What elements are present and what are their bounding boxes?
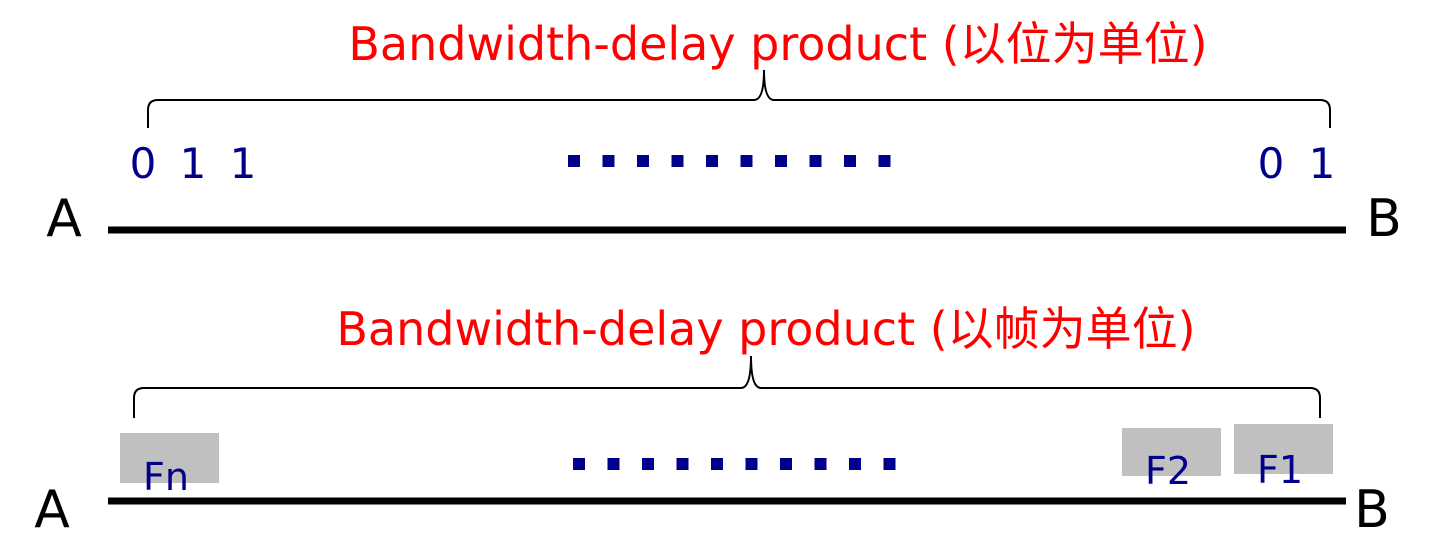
top-title: Bandwidth-delay product (以位为单位) <box>348 17 1207 71</box>
top-dot-6 <box>775 155 787 167</box>
top-dot-7 <box>809 155 822 167</box>
bit-left-1: 1 <box>180 139 207 188</box>
bottom-dot-9 <box>883 458 896 470</box>
bit-left-0: 0 <box>130 139 157 188</box>
bottom-dot-7 <box>814 458 827 470</box>
top-brace <box>147 69 1331 128</box>
bit-left-2: 1 <box>230 139 257 188</box>
bottom-dot-0 <box>573 458 585 470</box>
bit-diagram: Bandwidth-delay product (以位为单位) 0 1 1 0 … <box>46 17 1402 249</box>
bottom-dot-5 <box>745 458 758 470</box>
bottom-endpoint-b: B <box>1354 480 1390 540</box>
bottom-brace <box>133 355 1321 418</box>
frame-label-fn: Fn <box>143 455 189 499</box>
frame-box-f1 <box>1234 424 1333 474</box>
bottom-dot-8 <box>849 458 861 470</box>
top-endpoint-a: A <box>46 189 82 249</box>
bottom-dot-1 <box>607 458 620 470</box>
top-endpoint-b: B <box>1366 189 1402 249</box>
bottom-dot-3 <box>676 458 689 470</box>
bit-right-1: 1 <box>1309 139 1336 188</box>
top-dot-2 <box>637 155 649 167</box>
frame-label-f2: F2 <box>1145 449 1191 493</box>
top-dot-9 <box>878 155 891 167</box>
bottom-title: Bandwidth-delay product (以帧为单位) <box>336 302 1195 356</box>
bottom-dot-6 <box>780 458 792 470</box>
bottom-dot-4 <box>711 458 723 470</box>
top-ellipsis-dots <box>568 155 891 167</box>
top-dot-4 <box>706 155 718 167</box>
frame-diagram: Bandwidth-delay product (以帧为单位) Fn F2 F1… <box>34 302 1390 540</box>
bottom-endpoint-a: A <box>34 480 70 540</box>
frame-box-fn <box>120 433 219 483</box>
top-dot-0 <box>568 155 580 167</box>
bottom-ellipsis-dots <box>573 458 896 470</box>
bit-right-0: 0 <box>1258 139 1285 188</box>
bottom-dot-2 <box>642 458 654 470</box>
top-dot-5 <box>740 155 753 167</box>
top-dot-8 <box>844 155 856 167</box>
frame-label-f1: F1 <box>1257 448 1303 492</box>
frame-box-f2 <box>1122 428 1221 476</box>
top-dot-1 <box>602 155 615 167</box>
top-dot-3 <box>671 155 684 167</box>
